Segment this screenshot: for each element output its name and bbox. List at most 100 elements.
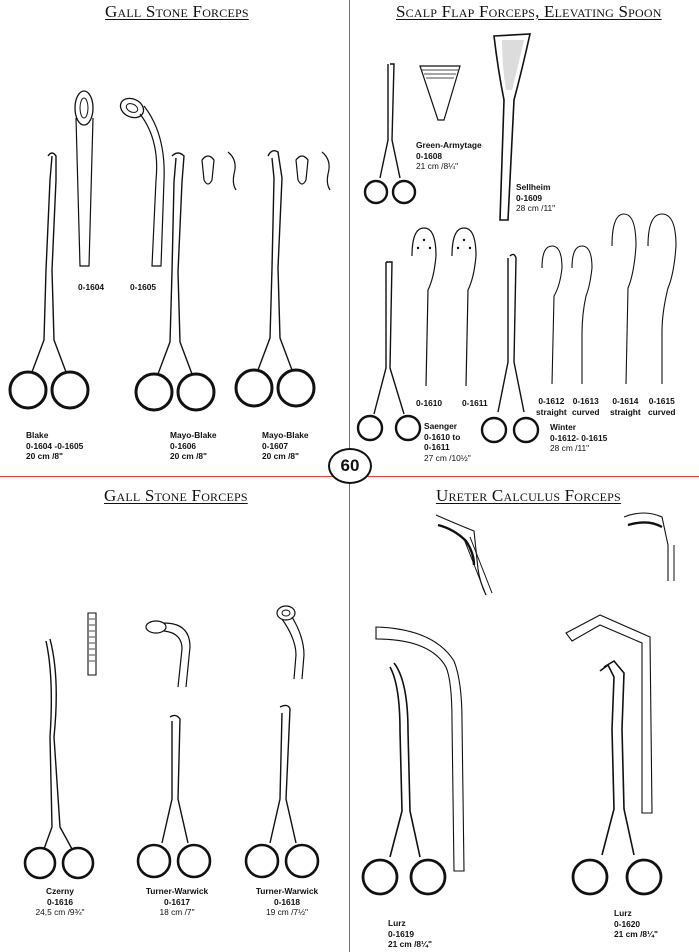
detail-code-label: 0-1604	[78, 282, 105, 292]
product-size: 20 cm /8"	[26, 451, 64, 461]
product-code: 0-1608	[416, 150, 443, 161]
product-name: Lurz	[388, 918, 406, 928]
section-title: Ureter Calculus Forceps	[436, 486, 621, 505]
product-caption: Winter 0-1612- 0-1615 28 cm /11"	[550, 422, 607, 454]
product-caption: Mayo-Blake 0-1606 20 cm /8"	[170, 430, 217, 462]
jaw-detail-illustration	[292, 150, 338, 200]
product-code: 0-1606	[170, 440, 197, 451]
product-code: 0-1612- 0-1615	[550, 432, 608, 443]
winter-jaw-detail-illustration	[606, 212, 696, 392]
product-size: 18 cm /7"	[159, 907, 195, 917]
jaw-detail-straight-illustration	[66, 88, 106, 278]
detail-note: straight	[610, 406, 641, 417]
product-name: Sellheim	[516, 182, 551, 192]
jaw-detail-curved-illustration	[142, 617, 202, 689]
detail-note: curved	[648, 406, 676, 417]
section-scalp-flap-forceps: Scalp Flap Forceps, Elevating Spoon Gree…	[350, 0, 699, 476]
turner-warwick-forceps-illustration	[132, 713, 222, 893]
jaw-detail-illustration	[416, 64, 466, 124]
detail-code: 0-1613	[572, 396, 599, 406]
turner-warwick-forceps-illustration	[240, 703, 330, 893]
product-caption: Turner-Warwick 0-1617 18 cm /7"	[140, 886, 214, 918]
section-gall-stone-forceps-top: Gall Stone Forceps 0-1604 0-1605	[0, 0, 349, 476]
product-code: 0-1610 to	[424, 431, 461, 442]
product-caption: Green-Armytage 0-1608 21 cm /8¼"	[416, 140, 482, 172]
product-caption: Saenger 0-1610 to 0-1611 27 cm /10½"	[424, 421, 471, 463]
product-caption: Lurz 0-1620 21 cm /8¼"	[614, 908, 658, 940]
product-name: Turner-Warwick	[255, 886, 319, 896]
winter-jaw-detail-illustration	[536, 244, 616, 392]
product-caption: Mayo-Blake 0-1607 20 cm /8"	[262, 430, 309, 462]
detail-code-label: 0-1611	[462, 398, 488, 408]
section-title: Gall Stone Forceps	[105, 2, 249, 21]
blade-outline-illustration	[564, 613, 664, 823]
product-size: 20 cm /8"	[170, 451, 208, 461]
product-code: 0-1619	[388, 928, 415, 939]
section-gall-stone-forceps-bottom: Gall Stone Forceps Czerny 0-1616 24,5 cm…	[0, 477, 349, 952]
section-title: Gall Stone Forceps	[104, 486, 248, 505]
detail-code: 0-1615	[648, 396, 675, 406]
mayo-blake-forceps-illustration	[132, 152, 222, 417]
detail-note: curved	[572, 406, 600, 417]
ureter-detail-illustration	[622, 505, 682, 585]
product-name: Mayo-Blake	[262, 430, 309, 440]
lurz-forceps-illustration	[358, 661, 458, 911]
blade-outline-illustration	[374, 621, 474, 881]
product-caption: Turner-Warwick 0-1618 19 cm /7½"	[250, 886, 324, 918]
product-size: 28 cm /11"	[516, 203, 556, 213]
product-caption: Lurz 0-1619 21 cm /8¼"	[388, 918, 432, 950]
detail-note: straight	[536, 406, 567, 417]
product-code: 0-1618	[273, 896, 301, 907]
detail-code-label: 0-1605	[130, 282, 157, 292]
saenger-jaw-detail-illustration	[406, 226, 486, 396]
product-code: 0-1609	[516, 192, 543, 203]
detail-code-label: 0-1610	[416, 398, 443, 408]
detail-code-caption: 0-1613 curved	[572, 396, 599, 417]
section-ureter-calculus-forceps: Ureter Calculus Forceps Lurz 0-1619 21 c…	[350, 477, 699, 952]
product-name: Blake	[26, 430, 49, 440]
product-code: 0-1616	[46, 896, 74, 907]
detail-code: 0-1614	[612, 396, 639, 406]
product-name: Turner-Warwick	[145, 886, 209, 896]
product-code: 0-1620	[614, 918, 641, 929]
jaw-detail-curved-illustration	[118, 90, 168, 280]
product-name: Lurz	[614, 908, 632, 918]
product-size: 24,5 cm /9¾"	[35, 907, 85, 917]
product-name: Czerny	[46, 886, 74, 896]
product-size: 28 cm /11"	[550, 443, 590, 453]
detail-code-caption: 0-1614 straight	[610, 396, 641, 417]
czerny-forceps-illustration	[20, 637, 100, 887]
detail-code-caption: 0-1615 curved	[648, 396, 675, 417]
product-name: Green-Armytage	[416, 140, 482, 150]
product-size: 20 cm /8"	[262, 451, 300, 461]
product-size: 21 cm /8¼"	[416, 161, 459, 171]
sellheim-spoon-illustration	[490, 30, 550, 230]
product-name: Saenger	[424, 421, 458, 431]
jaw-detail-curved-illustration	[274, 603, 314, 683]
product-caption: Czerny 0-1616 24,5 cm /9¾"	[30, 886, 90, 918]
product-name: Winter	[550, 422, 576, 432]
section-title: Scalp Flap Forceps, Elevating Spoon	[396, 2, 662, 21]
saenger-forceps-illustration	[356, 258, 426, 448]
jaw-detail-illustration	[198, 150, 244, 200]
product-code-2: 0-1611	[424, 442, 450, 452]
product-size: 19 cm /7½"	[265, 907, 309, 917]
lurz-forceps-illustration	[568, 659, 668, 919]
product-code: 0-1607	[262, 440, 289, 451]
detail-code-caption: 0-1612 straight	[536, 396, 567, 417]
winter-forceps-illustration	[480, 252, 540, 452]
jaw-detail-illustration	[84, 611, 100, 679]
ureter-detail-illustration	[434, 509, 494, 599]
product-caption: Sellheim 0-1609 28 cm /11"	[516, 182, 555, 214]
green-armytage-forceps-illustration	[360, 60, 420, 220]
blake-forceps-illustration	[6, 150, 96, 415]
product-size: 21 cm /8¼"	[388, 939, 433, 949]
product-code: 0-1617	[163, 896, 191, 907]
product-code: 0-1604 -0-1605	[26, 440, 84, 451]
product-size: 21 cm /8¼"	[614, 929, 659, 939]
product-name: Mayo-Blake	[170, 430, 217, 440]
detail-code: 0-1612	[538, 396, 565, 406]
product-size: 27 cm /10½"	[424, 452, 471, 463]
page-number-badge: 60	[328, 448, 372, 484]
product-caption: Blake 0-1604 -0-1605 20 cm /8"	[26, 430, 83, 462]
